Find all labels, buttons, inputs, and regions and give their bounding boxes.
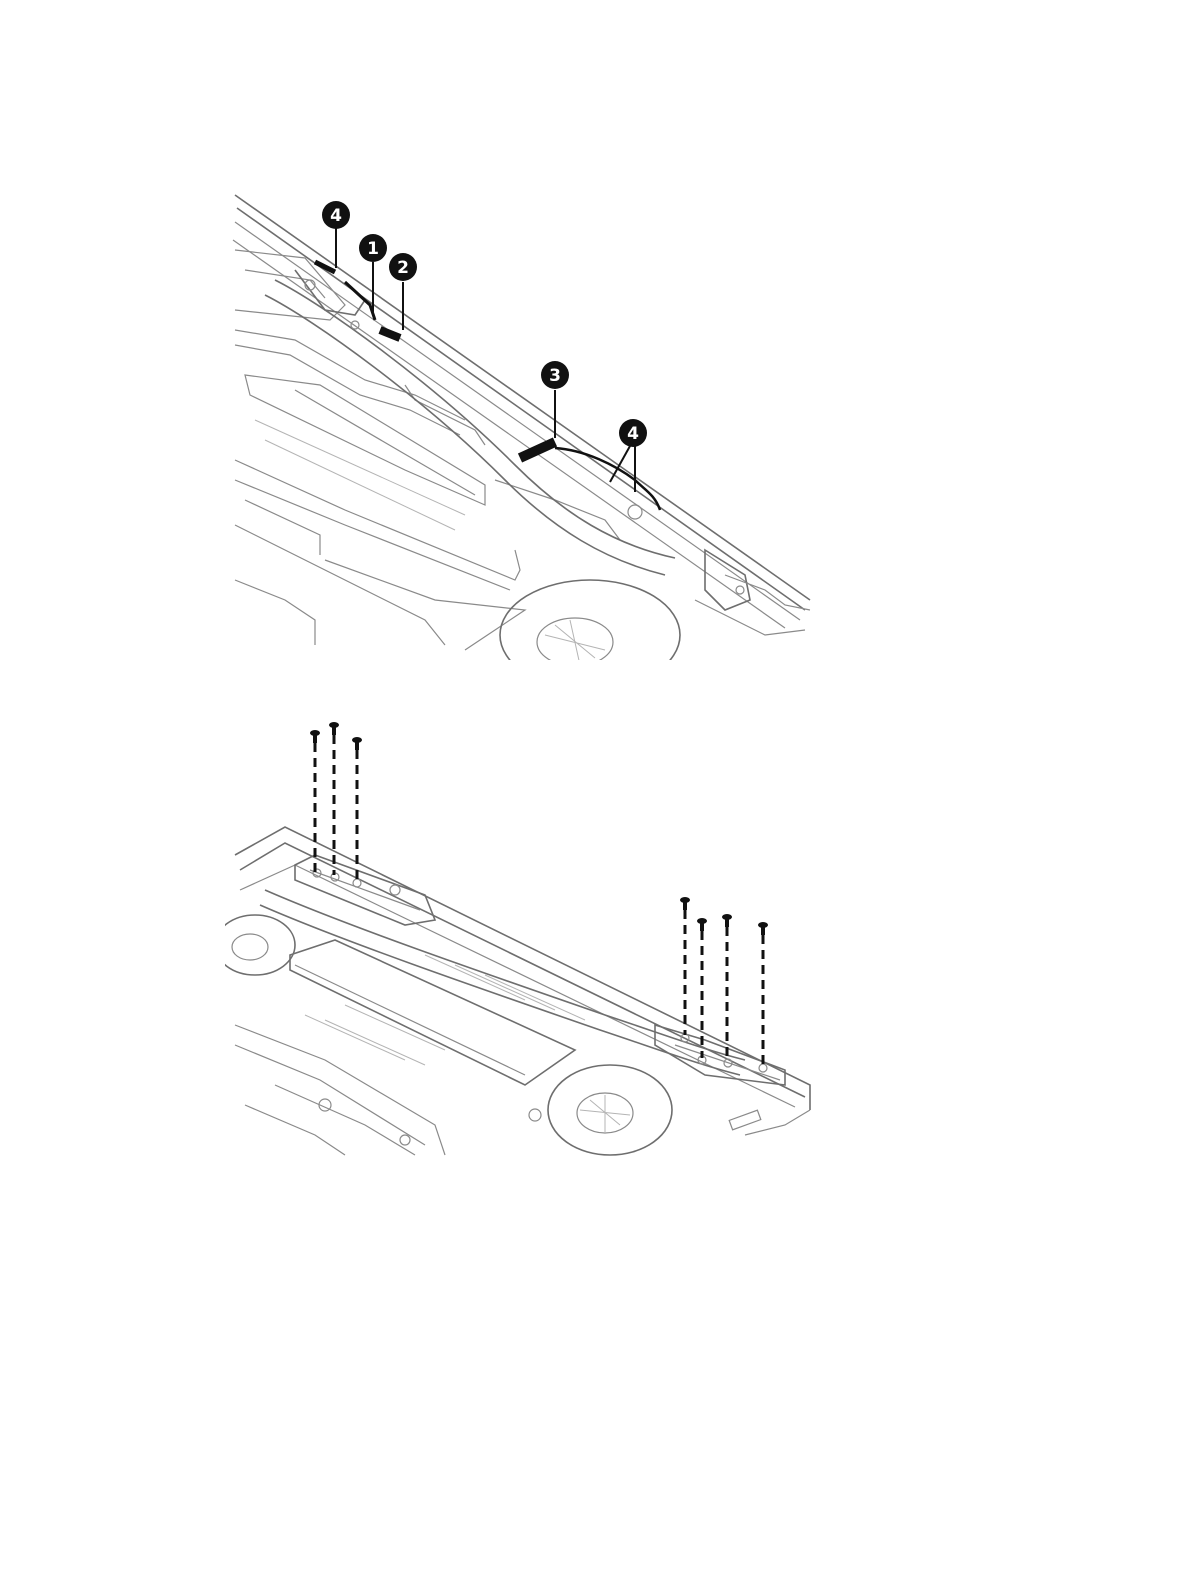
bottom-diagram [225, 715, 825, 1165]
callout-2-label: 2 [397, 258, 409, 278]
callout-1-label: 1 [367, 239, 379, 259]
display-bezel [233, 195, 810, 628]
screw-right-4 [758, 922, 768, 1066]
leader-lines [336, 225, 635, 492]
screw-left-1 [310, 730, 320, 873]
callout-4-right-label: 4 [627, 424, 639, 444]
top-diagram: 4 1 2 3 4 [225, 180, 825, 660]
callout-4-left: 4 [322, 201, 350, 229]
screw-right-2 [697, 918, 707, 1058]
system-board-detail [235, 955, 585, 1155]
callout-3: 3 [541, 361, 569, 389]
callout-4-right: 4 [619, 419, 647, 447]
left-fan [225, 915, 295, 975]
fan [500, 580, 680, 660]
callout-4-left-label: 4 [330, 206, 342, 226]
right-fan [548, 1065, 672, 1155]
callout-2: 2 [389, 253, 417, 281]
bottom-diagram-svg [225, 715, 825, 1165]
storage-module [290, 940, 575, 1085]
screw-right-1 [680, 897, 690, 1035]
left-hinge-screws [310, 722, 362, 881]
right-hinge [628, 505, 810, 635]
callout-1: 1 [359, 234, 387, 262]
right-hinge-screws [680, 897, 768, 1066]
callout-3-label: 3 [549, 366, 561, 386]
screw-right-3 [722, 914, 732, 1061]
top-diagram-svg: 4 1 2 3 4 [225, 180, 825, 660]
screw-left-3 [352, 737, 362, 881]
